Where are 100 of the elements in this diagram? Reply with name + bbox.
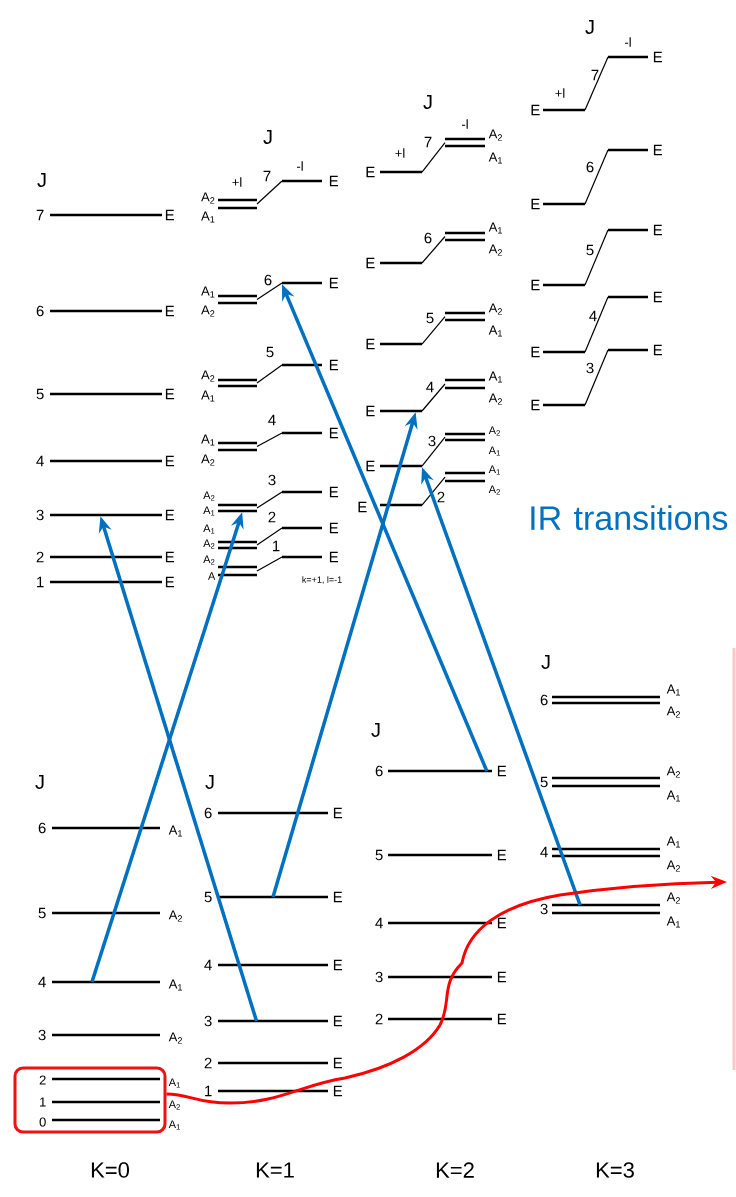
level-number: 6 [204,807,212,819]
energy-level [50,513,162,517]
symmetry-label: A$_{2}$ [666,892,680,904]
level-number: 2 [375,1013,383,1025]
symmetry-label: E [329,486,339,498]
level-number: 2 [437,491,445,503]
k-label: K=0 [91,1162,129,1178]
symmetry-label: E [497,765,507,777]
symmetry-label: A$_{1}$ [203,524,215,534]
symmetry-label: A$_{2}$ [666,766,680,778]
symmetry-label: A$_{2}$ [201,454,215,466]
symmetry-label: E [329,522,339,534]
symmetry-label: E [531,279,540,291]
level-number: 5 [36,388,44,400]
symmetry-label: A$_{2}$ [488,485,500,495]
level-number: 7 [591,69,599,81]
axis-label: J [423,95,432,109]
axis-label: J [541,655,550,669]
level-number: 6 [36,305,44,317]
symmetry-label: A$_{1}$ [201,211,215,223]
parity-label: -l [624,37,631,47]
symmetry-label: E [366,338,375,350]
axis-label: J [205,775,214,789]
k-label: K=3 [596,1162,634,1178]
symmetry-label: E [329,359,339,371]
symmetry-label: A$_{1}$ [488,222,502,234]
symmetry-label: A$_{1}$ [201,286,215,298]
level-number: 5 [540,776,548,788]
symmetry-label: E [366,166,375,178]
level-number: 7 [263,170,271,182]
symmetry-label: E [329,175,339,187]
level-number: 6 [586,161,594,173]
level-number: 5 [38,907,46,919]
level-number: 5 [266,346,274,358]
energy-level [218,1019,328,1023]
symmetry-label: E [653,51,663,63]
symmetry-label: E [358,501,367,513]
symmetry-label: A$_{2}$ [201,305,215,317]
level-number: 3 [540,903,548,915]
symmetry-label: A$_{2}$ [168,910,182,922]
level-number: 0 [39,1117,46,1127]
energy-level [380,464,422,468]
symmetry-label: A$_{2}$ [168,1100,180,1110]
symmetry-label: E [366,460,375,472]
level-number: 5 [204,891,212,903]
level-number: 3 [586,362,594,374]
energy-level [218,895,328,899]
symmetry-label: A$_{1}$ [666,836,680,848]
highlight-box [13,1066,167,1134]
symmetry-label: E [531,399,540,411]
symmetry-label: E [165,388,175,400]
symmetry-label: A$_{1}$ [488,325,502,337]
level-number: 3 [428,435,436,447]
level-number: 1 [272,540,280,552]
symmetry-label: A$_{1}$ [488,446,500,456]
level-number: 5 [426,312,434,324]
annotation: k=+1, l=-1 [302,576,342,584]
symmetry-label: A$_{1}$ [488,152,502,164]
level-number: 4 [540,846,548,858]
symmetry-label: E [531,346,540,358]
axis-label: J [585,20,594,34]
annotation: IR transitions [531,505,728,531]
level-number: 6 [540,694,548,706]
symmetry-label: A$_{1}$ [488,371,502,383]
symmetry-label: A$_{1}$ [488,465,500,475]
symmetry-label: E [531,198,540,210]
symmetry-label: A$_{1}$ [666,790,680,802]
level-number: 6 [424,232,432,244]
symmetry-label: A$_{2}$ [203,539,215,549]
symmetry-label: A$_{1}$ [201,390,215,402]
symmetry-label: E [653,344,663,356]
symmetry-label: E [329,551,339,563]
symmetry-label: A$_{1}$ [168,1078,180,1088]
level-number: 4 [426,381,434,393]
symmetry-label: A$_{2}$ [666,860,680,872]
level-number: 7 [36,209,44,221]
symmetry-label: A$_{1}$ [201,434,215,446]
level-number: 3 [268,474,276,486]
level-number: 2 [36,551,44,563]
symmetry-label: A$_{2}$ [488,303,502,315]
k-label: K=1 [256,1162,294,1178]
symmetry-label: A$_{2}$ [168,1032,182,1044]
symmetry-label: E [497,849,507,861]
symmetry-label: A [208,572,216,580]
axis-label: J [35,775,44,789]
symmetry-label: E [333,807,343,819]
symmetry-label: A$_{1}$ [168,825,182,837]
level-number: 4 [204,959,212,971]
energy-level [552,903,660,907]
symmetry-label: A$_{1}$ [666,684,680,696]
symmetry-label: E [653,291,663,303]
symmetry-label: E [333,1085,343,1097]
k-label: K=2 [436,1162,474,1178]
symmetry-label: A$_{2}$ [666,706,680,718]
level-number: 2 [204,1057,212,1069]
level-number: 3 [375,971,383,983]
parity-label: +l [555,88,565,98]
symmetry-label: E [165,576,175,588]
energy-level [380,409,422,413]
parity-label: +l [395,148,405,158]
